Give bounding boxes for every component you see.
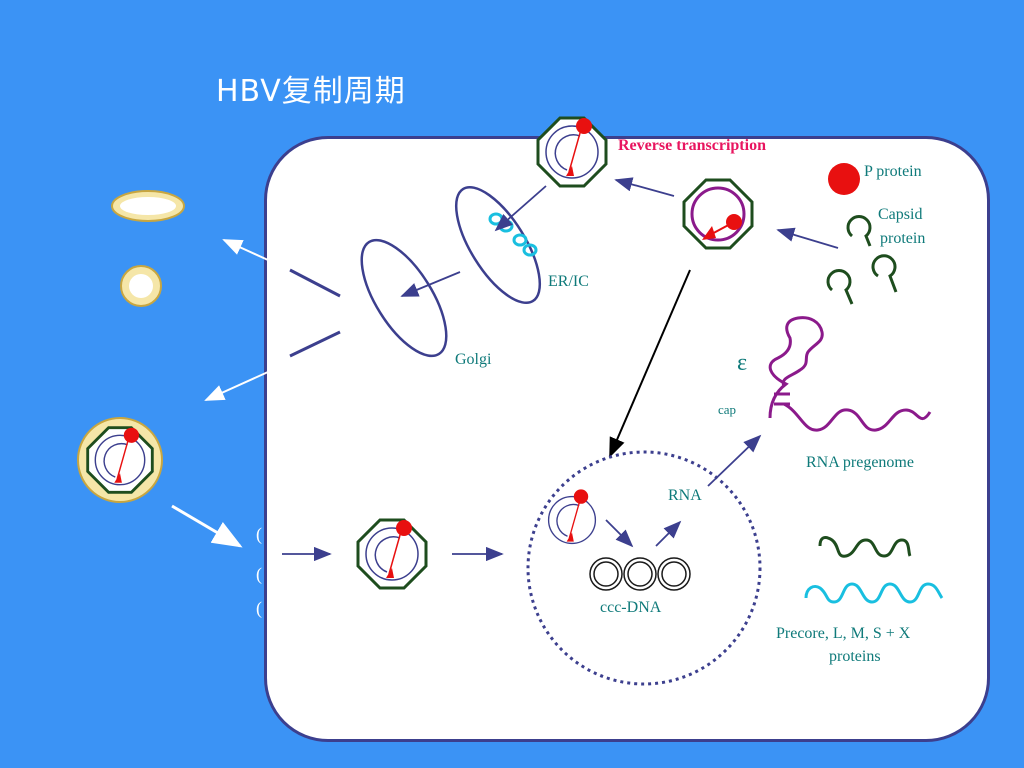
maturation-arrow (614, 177, 675, 197)
ccc-dna-label: ccc-DNA (600, 599, 662, 616)
capsid-protein-label-1: Capsid (878, 206, 923, 223)
rna-arrow (655, 520, 682, 547)
dane-particle (77, 417, 163, 503)
entry-arrow (171, 504, 243, 548)
clipped-mark-2: ( (256, 564, 262, 584)
relaxed-circular-dna (547, 489, 597, 545)
capsid-protein-icons (826, 215, 898, 305)
precore-proteins-label-1: Precore, L, M, S + X (776, 625, 911, 642)
mature-nucleocapsid (536, 116, 608, 188)
immature-nucleocapsid (682, 178, 754, 250)
hepatocyte-cell (264, 136, 990, 742)
recycling-arrow (609, 269, 691, 458)
assembly-arrow (776, 227, 839, 249)
capsid-protein-label-2: protein (880, 230, 926, 247)
clipped-mark-3: ( (256, 598, 262, 618)
golgi-label: Golgi (455, 351, 492, 368)
entering-nucleocapsid (356, 518, 428, 590)
rna-label: RNA (668, 487, 702, 504)
capsid-to-er-arrow (494, 185, 547, 232)
secretion-arrow-2 (204, 371, 269, 401)
rna-pregenome (768, 316, 932, 432)
clipped-mark-1: ( (256, 524, 262, 544)
repair-arrow (605, 519, 634, 548)
cap-label: cap (718, 402, 737, 417)
secretion-arrow-1 (222, 239, 269, 261)
precore-mrna (818, 536, 912, 558)
spherical-particle (120, 265, 162, 307)
slide-title: HBV复制周期 (216, 74, 406, 109)
secretory-path-1 (289, 268, 341, 298)
er-ic-label: ER/IC (548, 273, 589, 290)
filament-particle (111, 190, 185, 222)
golgi-shape (360, 238, 448, 358)
nucleus (526, 450, 762, 686)
er-to-golgi-arrow (400, 271, 461, 297)
secretory-path-2 (289, 330, 341, 358)
rna-pregenome-label: RNA pregenome (806, 454, 914, 471)
s-mrna (804, 582, 944, 604)
p-protein-label: P protein (864, 163, 922, 180)
er-ic-shape (454, 185, 542, 305)
epsilon-label: ε (737, 350, 748, 376)
precore-proteins-label-2: proteins (829, 648, 881, 665)
reverse-transcription-label: Reverse transcription (618, 137, 766, 154)
ccc-dna-circles (589, 557, 691, 591)
p-protein-dot (828, 163, 860, 195)
